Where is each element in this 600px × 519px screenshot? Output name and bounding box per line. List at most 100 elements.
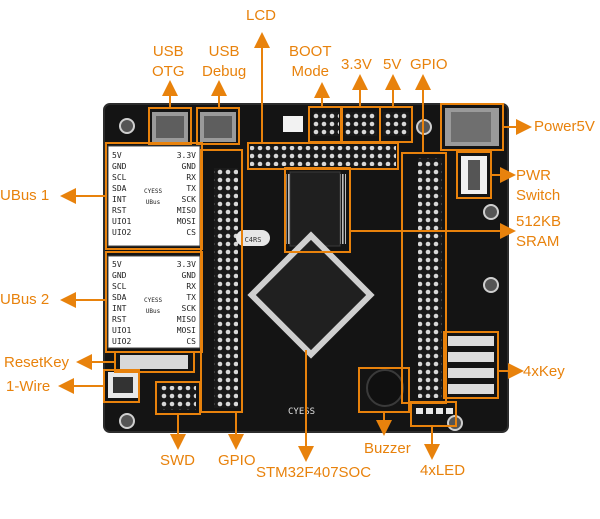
swd-header <box>160 386 196 410</box>
label-usb-otg: USB OTG <box>152 42 185 82</box>
led-row <box>416 408 453 414</box>
label-5v: 5V <box>383 56 402 73</box>
ubus2-pin-label: UIO2 <box>112 337 132 346</box>
crystal <box>236 230 270 246</box>
ubus2-pin-label: 3.3V <box>176 260 196 269</box>
ubus1-pin-label: UIO2 <box>112 228 132 237</box>
usb-otg-connector <box>152 112 188 142</box>
stm32-chip <box>247 231 375 359</box>
label-usb-debug-line1: USB <box>208 43 240 60</box>
ubus2-pin-label: SCL <box>112 282 127 291</box>
power-jack <box>445 108 499 146</box>
ubus2-brand-text: CYESS <box>144 297 163 304</box>
ubus2-pin-label: RX <box>186 282 196 291</box>
label-pwr-switch: PWR Switch <box>516 166 560 206</box>
ubus2-sub-text: UBus <box>145 308 161 315</box>
label-gpio-bottom: GPIO <box>218 452 256 469</box>
label-one-wire: 1-Wire <box>6 378 51 395</box>
v5-jumper <box>383 112 409 136</box>
ubus1-pin-label: MISO <box>176 206 196 215</box>
lcd-header <box>250 146 396 166</box>
ubus2-pin-label: SDA <box>112 293 127 302</box>
ubus2-pin-label: UIO1 <box>112 326 132 335</box>
label-pwr-switch-line1: PWR <box>516 167 551 184</box>
jumper-small <box>283 116 303 132</box>
ubus1-pin-label: CS <box>186 228 196 237</box>
mounting-holes <box>119 118 499 431</box>
v33-jumper <box>345 112 377 136</box>
label-4xled: 4xLED <box>420 462 466 479</box>
ubus2-module <box>107 255 201 349</box>
ubus2-pin-label: RST <box>112 315 127 324</box>
label-sram: 512KB SRAM <box>516 212 561 252</box>
ubus2-pin-label: GND <box>112 271 127 280</box>
ubus2-right-pins: 3.3V GND RX TX SCK MISO MOSI CS <box>177 259 196 347</box>
ubus1-pin-label: SDA <box>112 184 127 193</box>
label-boot-mode: BOOT Mode <box>289 42 332 82</box>
ubus1-pin-label: 5V <box>112 151 122 160</box>
label-soc: STM32F407SOC <box>256 464 372 481</box>
label-ubus1: UBus 1 <box>0 187 50 204</box>
ubus1-brand-text: CYESS <box>144 188 163 195</box>
ubus1-pin-label: 3.3V <box>176 151 196 160</box>
gpio-header-right <box>418 158 442 398</box>
ubus2-pin-label: CS <box>186 337 196 346</box>
label-power5v: Power5V <box>534 118 595 135</box>
label-gpio-top: GPIO <box>410 56 448 73</box>
label-boot-mode-line2: Mode <box>291 63 330 80</box>
ubus1-pin-label: RX <box>186 173 196 182</box>
ubus2-pin-label: 5V <box>112 260 122 269</box>
label-4xkey: 4xKey <box>523 363 565 380</box>
label-usb-debug-line2: Debug <box>202 63 247 80</box>
label-pwr-switch-line2: Switch <box>516 187 561 204</box>
ubus1-pin-label: INT <box>112 195 127 204</box>
ubus1-pin-label: UIO1 <box>112 217 132 226</box>
ubus1-sub-text: UBus <box>145 199 161 206</box>
sram-chip <box>284 171 346 247</box>
ubus1-pin-label: RST <box>112 206 127 215</box>
ubus1-pin-label: GND <box>112 162 127 171</box>
label-buzzer: Buzzer <box>364 440 411 457</box>
buzzer <box>366 369 404 407</box>
crystal-label: C4RS <box>245 236 262 244</box>
ubus1-pin-label: MOSI <box>176 217 196 226</box>
ubus2-pin-label: INT <box>112 304 127 313</box>
ubus1-brand: CYESS UBus <box>144 186 162 208</box>
power-switch <box>461 156 487 194</box>
boot-jumper <box>313 112 339 136</box>
gpio-header-left <box>214 168 238 408</box>
label-sram-line1: 512KB <box>516 213 562 230</box>
usb-debug-connector <box>200 112 236 142</box>
highlight-boxes <box>103 103 504 427</box>
one-wire-connector <box>108 372 138 398</box>
ubus2-pin-label: SCK <box>181 304 196 313</box>
ubus1-pin-label: GND <box>181 162 196 171</box>
label-reset-key: ResetKey <box>4 354 70 371</box>
ubus2-pin-label: MOSI <box>176 326 196 335</box>
callout-arrows <box>58 32 532 462</box>
key-buttons <box>448 336 494 394</box>
reset-key <box>120 355 188 369</box>
label-sram-line2: SRAM <box>516 233 560 250</box>
ubus1-pin-label: TX <box>186 184 196 193</box>
ubus1-module <box>107 145 201 247</box>
label-usb-otg-line1: USB <box>152 43 184 60</box>
ubus2-pin-label: GND <box>181 271 196 280</box>
label-usb-debug: USB Debug <box>202 42 246 82</box>
label-ubus2: UBus 2 <box>0 291 50 308</box>
label-boot-mode-line1: BOOT <box>289 43 332 60</box>
ubus1-pin-label: SCK <box>181 195 196 204</box>
ubus2-pin-label: TX <box>186 293 196 302</box>
label-3v3: 3.3V <box>341 56 372 73</box>
ubus1-pin-label: SCL <box>112 173 127 182</box>
ubus2-brand: CYESS UBus <box>144 295 162 317</box>
ubus1-right-pins: 3.3V GND RX TX SCK MISO MOSI CS <box>177 150 196 238</box>
label-swd: SWD <box>160 452 195 469</box>
ubus2-pin-label: MISO <box>176 315 196 324</box>
